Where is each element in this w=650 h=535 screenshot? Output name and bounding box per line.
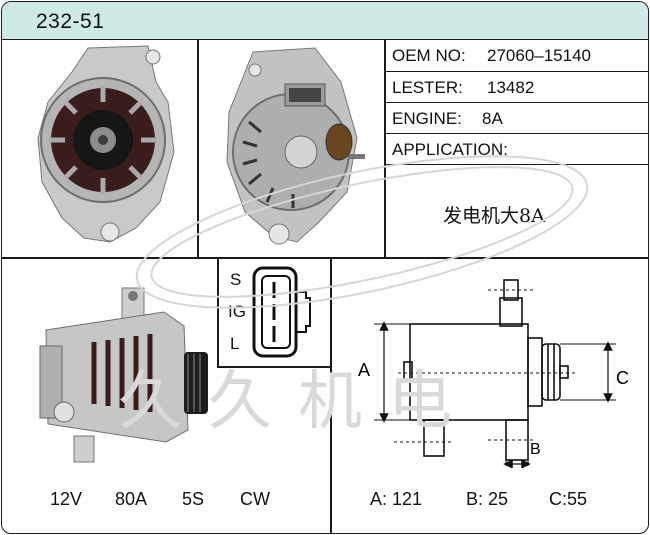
oem-label: OEM NO: bbox=[392, 46, 466, 65]
pin-s-label: S bbox=[230, 270, 242, 289]
dim-b-label: B bbox=[530, 441, 541, 458]
lester-value: 13482 bbox=[487, 78, 535, 97]
divider bbox=[330, 257, 332, 533]
oem-value: 27060–15140 bbox=[487, 46, 592, 65]
watermark-text: 久久机电 bbox=[118, 365, 478, 439]
dimension-drawing: A B C bbox=[358, 279, 629, 468]
rotation: CW bbox=[240, 489, 270, 509]
dim-c-label: C bbox=[616, 368, 629, 388]
connector-plug-diagram bbox=[252, 266, 311, 358]
part-number: 232-51 bbox=[36, 10, 105, 33]
pulley-type: 5S bbox=[182, 489, 205, 509]
amperage: 80A bbox=[115, 489, 148, 509]
watermark-swoosh bbox=[135, 155, 589, 309]
engine-label: ENGINE: bbox=[392, 109, 462, 128]
connector-box-bottom bbox=[217, 366, 330, 368]
lester-label: LESTER: bbox=[392, 78, 463, 97]
pin-l-label: L bbox=[230, 334, 240, 353]
application-note: 发电机大8A bbox=[443, 205, 545, 227]
divider bbox=[384, 71, 648, 72]
dim-c-value: C:55 bbox=[549, 489, 588, 509]
title-bar: 232-51 bbox=[2, 2, 648, 40]
divider bbox=[197, 39, 199, 257]
divider bbox=[384, 164, 648, 165]
dim-a-label: A bbox=[358, 360, 370, 380]
engine-value: 8A bbox=[482, 109, 503, 128]
alternator-side-photo bbox=[39, 287, 208, 463]
divider bbox=[384, 102, 648, 103]
divider bbox=[2, 257, 648, 259]
voltage: 12V bbox=[50, 489, 83, 509]
connector-box-left bbox=[217, 257, 219, 367]
alternator-front-photo bbox=[37, 45, 175, 243]
divider bbox=[384, 133, 648, 134]
dim-a-value: A: 121 bbox=[370, 489, 423, 509]
divider bbox=[384, 39, 386, 257]
application-label: APPLICATION: bbox=[392, 140, 508, 159]
dim-b-value: B: 25 bbox=[466, 489, 509, 509]
